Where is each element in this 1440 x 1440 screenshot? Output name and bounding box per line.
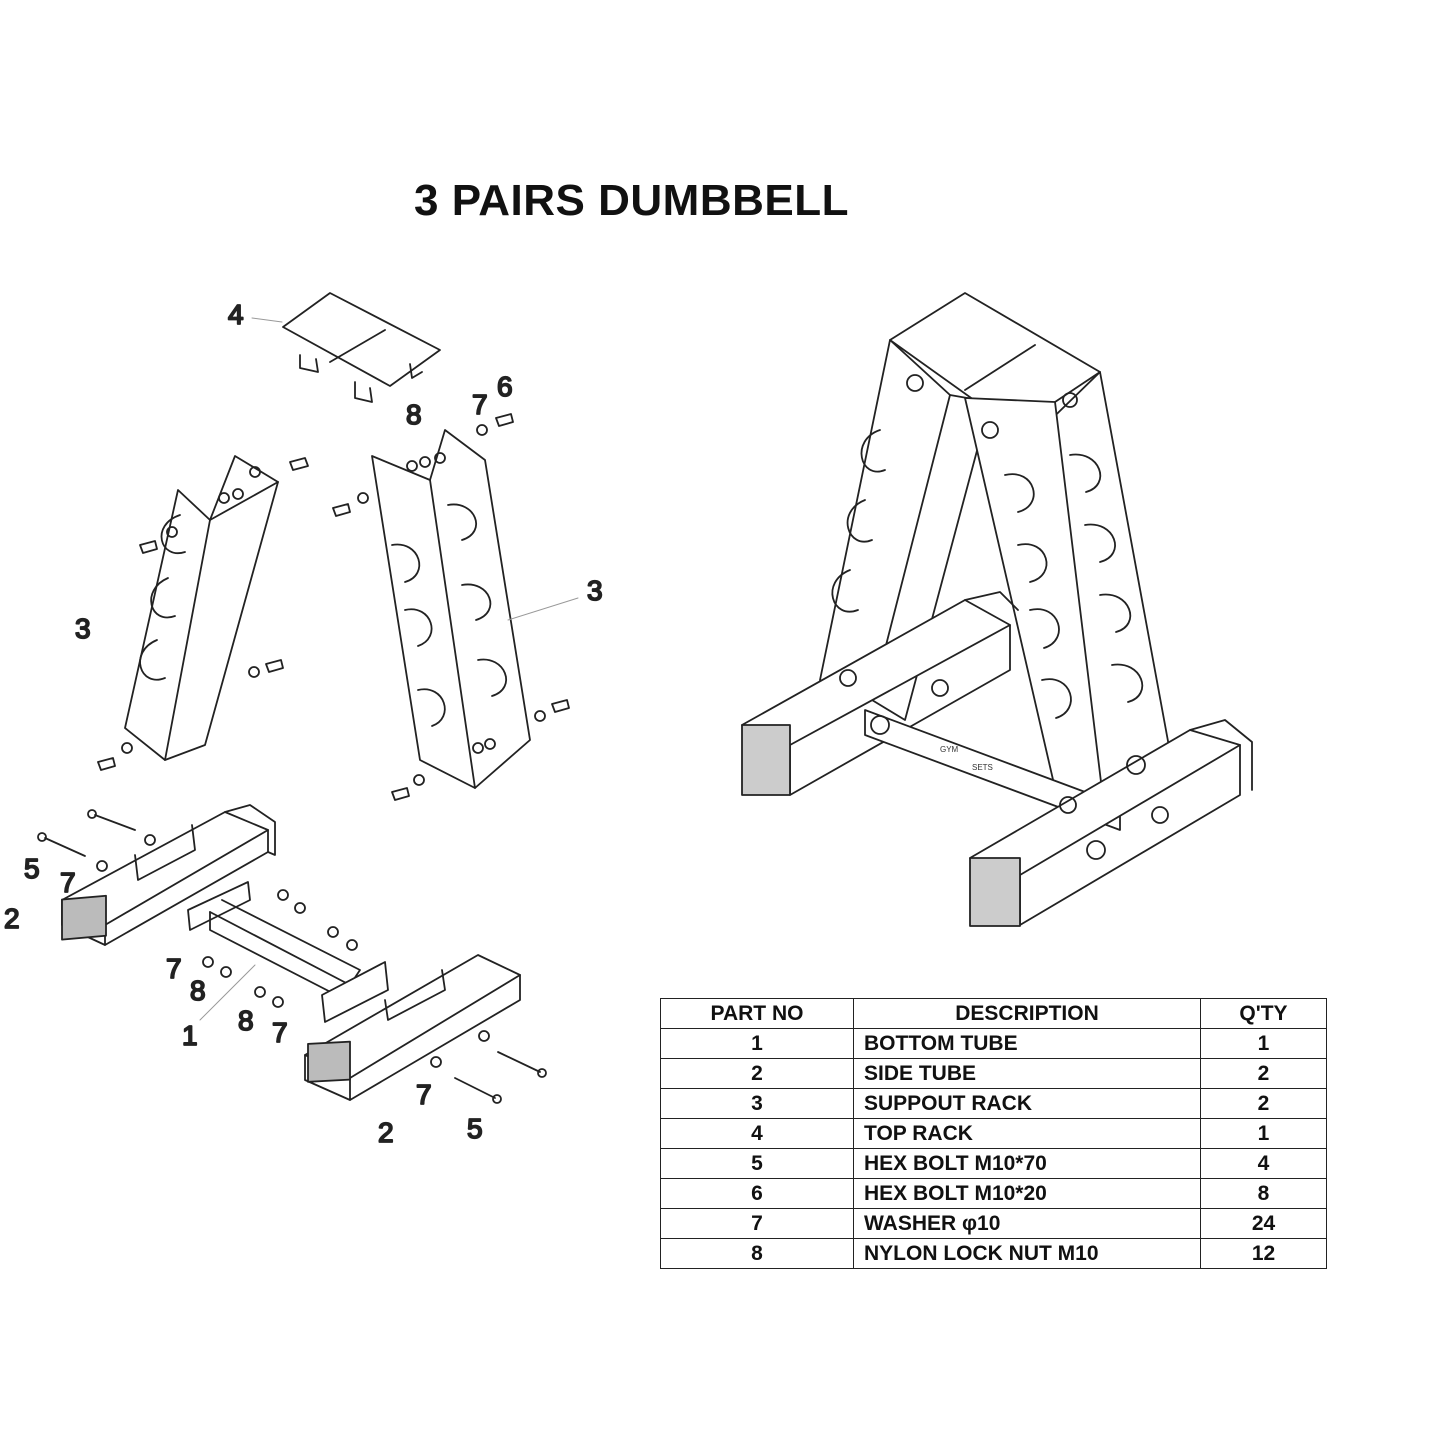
page-title: 3 PAIRS DUMBBELL: [414, 176, 849, 225]
cell-part-no: 4: [660, 1118, 854, 1149]
callout-bolt-long-left: 5: [24, 853, 40, 884]
table-row: 3 SUPPOUT RACK 2: [660, 1088, 1327, 1119]
header-qty: Q'TY: [1200, 998, 1327, 1029]
assembled-view-diagram: GYM SETS: [741, 292, 1253, 927]
cell-qty: 1: [1200, 1118, 1327, 1149]
cell-qty: 1: [1200, 1028, 1327, 1059]
cell-part-no: 2: [660, 1058, 854, 1089]
callout-washer-top: 7: [472, 389, 488, 420]
cell-description: WASHER φ10: [853, 1208, 1201, 1239]
table-row: 1 BOTTOM TUBE 1: [660, 1028, 1327, 1059]
callout-right-rack: 3: [587, 575, 603, 606]
cell-part-no: 5: [660, 1148, 854, 1179]
right-side-tube-part: [304, 954, 521, 1101]
cell-part-no: 8: [660, 1238, 854, 1269]
left-side-tube-part: [61, 804, 276, 946]
table-row: 4 TOP RACK 1: [660, 1118, 1327, 1149]
cell-qty: 24: [1200, 1208, 1327, 1239]
callout-bolt-long-right: 5: [467, 1113, 483, 1144]
callout-nut-top: 8: [406, 399, 422, 430]
callout-left-rack: 3: [75, 613, 91, 644]
callout-side-tube-left: 2: [4, 903, 20, 934]
cell-part-no: 1: [660, 1028, 854, 1059]
bottom-tube-part: [187, 881, 389, 1023]
callout-top-rack: 4: [228, 299, 244, 330]
cell-description: HEX BOLT M10*70: [853, 1148, 1201, 1179]
callout-washer-mid2: 7: [272, 1017, 288, 1048]
cell-description: TOP RACK: [853, 1118, 1201, 1149]
cell-description: SUPPOUT RACK: [853, 1088, 1201, 1119]
callout-washer-right: 7: [416, 1079, 432, 1110]
table-header-row: PART NO DESCRIPTION Q'TY: [660, 998, 1327, 1029]
cell-part-no: 7: [660, 1208, 854, 1239]
callout-bottom-tube: 1: [182, 1020, 198, 1051]
top-rack-part: [282, 292, 441, 403]
cell-description: SIDE TUBE: [853, 1058, 1201, 1089]
hardware-upper: [97, 413, 570, 801]
cell-qty: 2: [1200, 1058, 1327, 1089]
cell-description: BOTTOM TUBE: [853, 1028, 1201, 1059]
cell-description: HEX BOLT M10*20: [853, 1178, 1201, 1209]
cell-description: NYLON LOCK NUT M10: [853, 1238, 1201, 1269]
right-support-rack-part: [371, 429, 531, 789]
callout-nut-mid2: 8: [238, 1005, 254, 1036]
table-row: 6 HEX BOLT M10*20 8: [660, 1178, 1327, 1209]
cell-part-no: 6: [660, 1178, 854, 1209]
exploded-view-diagram: 4 7 6 8 3 3 5 7 2 7 8 1 8 7 7 2 5: [3, 292, 603, 1149]
brand-logo-line2: SETS: [972, 763, 993, 772]
hardware-lower: [37, 809, 547, 1104]
table-row: 7 WASHER φ10 24: [660, 1208, 1327, 1239]
callout-washer-left: 7: [60, 867, 76, 898]
table-row: 8 NYLON LOCK NUT M10 12: [660, 1238, 1327, 1269]
table-row: 2 SIDE TUBE 2: [660, 1058, 1327, 1089]
callout-bolt-top: 6: [497, 371, 513, 402]
table-row: 5 HEX BOLT M10*70 4: [660, 1148, 1327, 1179]
header-part-no: PART NO: [660, 998, 854, 1029]
parts-table: PART NO DESCRIPTION Q'TY 1 BOTTOM TUBE 1…: [660, 998, 1327, 1269]
cell-part-no: 3: [660, 1088, 854, 1119]
cell-qty: 8: [1200, 1178, 1327, 1209]
header-description: DESCRIPTION: [853, 998, 1201, 1029]
brand-logo-line1: GYM: [940, 745, 959, 754]
left-support-rack-part: [124, 455, 279, 761]
cell-qty: 2: [1200, 1088, 1327, 1119]
callout-nut-mid: 8: [190, 975, 206, 1006]
cell-qty: 4: [1200, 1148, 1327, 1179]
callout-washer-mid: 7: [166, 953, 182, 984]
cell-qty: 12: [1200, 1238, 1327, 1269]
callout-side-tube-right: 2: [378, 1117, 394, 1148]
